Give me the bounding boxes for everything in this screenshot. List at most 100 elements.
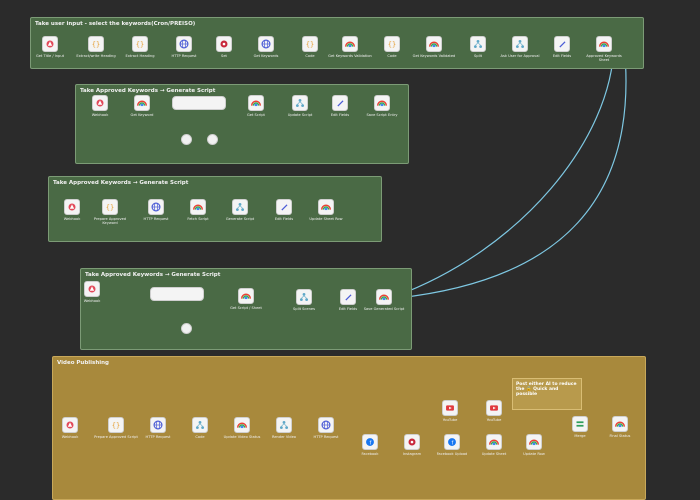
sheets-node[interactable] [134,95,150,111]
sheets-icon [192,204,204,211]
model-node[interactable] [181,323,192,334]
node-label: Get Keywords Validation [328,54,372,58]
node-label: Save Script Entry [366,113,398,117]
split-node[interactable] [276,417,292,433]
split-icon [299,292,309,302]
workflow-group-script-3[interactable]: Take Approved Keywords → Generate Script [80,268,412,350]
sheets-icon [488,439,500,446]
ai-agent-node[interactable] [150,287,204,301]
code-node[interactable]: {} [108,417,124,433]
http-node[interactable] [318,417,334,433]
split-icon [235,202,245,212]
http-icon [321,420,331,430]
sheets-node[interactable] [526,434,542,450]
node-label: Approved Keywords Sheet [586,54,622,63]
sheets-node[interactable] [238,288,254,304]
node-label: HTTP Request [145,435,171,439]
node-label: Prepare Approved Script [94,435,138,439]
edit-node[interactable] [332,95,348,111]
edit-node[interactable] [554,36,570,52]
http-icon [179,39,189,49]
workflow-group-keyword-input[interactable]: Take user input - select the keywords(Cr… [30,17,644,69]
split-icon [515,39,525,49]
code-node[interactable]: {} [384,36,400,52]
sheets-node[interactable] [248,95,264,111]
facebook-node[interactable]: f [444,434,460,450]
youtube-node[interactable] [486,400,502,416]
ai-agent-node[interactable] [172,96,226,110]
node-label: Edit Fields [338,307,358,311]
stop-icon [220,40,228,48]
svg-text:{}: {} [306,41,314,49]
code-node[interactable]: {} [302,36,318,52]
edit-node[interactable] [276,199,292,215]
sheets-node[interactable] [426,36,442,52]
node-label: Edit Fields [330,113,350,117]
sheets-icon [320,204,332,211]
sheets-node[interactable] [486,434,502,450]
node-label: Webhook [91,113,109,117]
trigger-node[interactable] [92,95,108,111]
sheets-node[interactable] [596,36,612,52]
stop-node[interactable] [216,36,232,52]
sheets-node[interactable] [318,199,334,215]
sticky-note[interactable]: Post either AI to reduce the 🔒 Quick and… [512,378,582,410]
sheets-icon [428,41,440,48]
code-node[interactable]: {} [88,36,104,52]
split-node[interactable] [512,36,528,52]
sheets-node[interactable] [190,199,206,215]
split-node[interactable] [192,417,208,433]
http-node[interactable] [176,36,192,52]
trigger-icon [68,203,76,211]
node-label: Update Row [523,452,545,456]
sheets-node[interactable] [374,95,390,111]
node-label: YouTube [486,418,502,422]
model-node[interactable] [181,134,192,145]
trigger-icon [96,99,104,107]
node-label: Fetch Script [187,217,209,221]
facebook-node[interactable]: f [362,434,378,450]
http-node[interactable] [148,199,164,215]
sheets-icon [250,100,262,107]
split-node[interactable] [232,199,248,215]
split-icon [279,420,289,430]
split-node[interactable] [292,95,308,111]
code-icon: {} [92,41,100,49]
http-node[interactable] [258,36,274,52]
node-label: Final Status [609,434,631,438]
edit-icon [559,41,566,48]
code-node[interactable]: {} [102,199,118,215]
sheets-node[interactable] [376,289,392,305]
workflow-group-script-1[interactable]: Take Approved Keywords → Generate Script [75,84,409,164]
stop-node[interactable] [404,434,420,450]
sheets-icon [378,294,390,301]
sheets-icon [240,293,252,300]
trigger-node[interactable] [42,36,58,52]
node-label: HTTP Request [171,54,197,58]
node-label: Update Video Status [223,435,261,439]
sheets-node[interactable] [612,416,628,432]
http-icon [151,202,161,212]
node-label: Code [305,54,315,58]
stop-icon [408,438,416,446]
trigger-icon [46,40,54,48]
split-node[interactable] [296,289,312,305]
code-node[interactable]: {} [132,36,148,52]
edit-icon [337,100,344,107]
node-label: Update Sheet Row [309,217,343,221]
code-icon: {} [388,41,396,49]
trigger-node[interactable] [84,281,100,297]
sheets-node[interactable] [234,417,250,433]
http-node[interactable] [150,417,166,433]
svg-text:{}: {} [388,41,396,49]
split-node[interactable] [470,36,486,52]
youtube-icon [446,405,454,411]
merge-node[interactable] [572,416,588,432]
code-icon: {} [306,41,314,49]
edit-node[interactable] [340,289,356,305]
youtube-node[interactable] [442,400,458,416]
trigger-node[interactable] [64,199,80,215]
trigger-node[interactable] [62,417,78,433]
sheets-node[interactable] [342,36,358,52]
memory-node[interactable] [207,134,218,145]
